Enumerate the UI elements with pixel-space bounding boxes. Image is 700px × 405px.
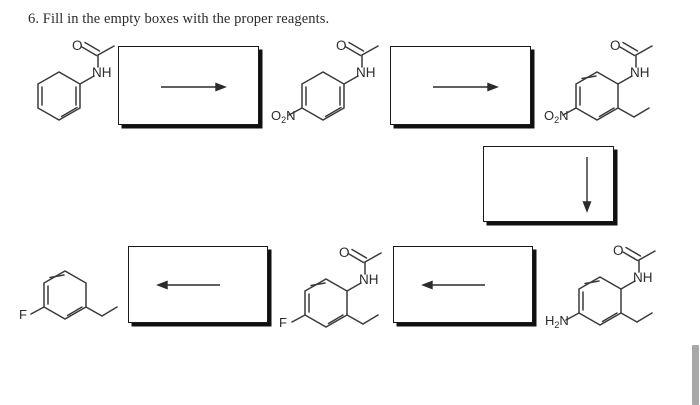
atom-label-f: F [19,307,27,322]
arrow-right-icon [161,82,227,92]
atom-label-nh: NH [356,65,376,80]
atom-label-o: O [72,38,83,53]
arrow-down-icon [582,157,592,213]
atom-label-nh: NH [92,65,112,80]
reagent-box-4[interactable] [393,246,533,323]
atom-label-nitro: O2N [271,108,296,125]
atom-label-nh: NH [633,270,653,285]
atom-label-o: O [610,38,621,53]
reagent-box-5[interactable] [128,246,268,323]
atom-label-nh: NH [630,65,650,80]
atom-label-f: F [279,315,287,330]
molecule-4-nitroacetanilide: NH O O2N [271,38,397,133]
atom-label-amino: H2N [545,313,569,330]
arrow-left-icon [156,280,220,290]
reagent-box-3[interactable] [483,146,614,222]
atom-label-nitro: O2N [544,108,569,125]
arrow-left-icon [421,280,485,290]
reagent-box-1[interactable] [118,46,259,125]
page-title: 6. Fill in the empty boxes with the prop… [28,11,330,27]
molecule-1-ethyl-3-fluorobenzene: F [19,255,137,330]
arrow-right-icon [433,82,499,92]
scrollbar-vertical[interactable] [691,0,700,405]
molecule-acetanilide: NH O [26,38,136,133]
atom-label-o: O [336,38,347,53]
molecule-4-amino-2-ethylacetanilide: NH O H2N [545,238,695,343]
atom-label-o: O [339,245,350,260]
molecule-2-ethyl-4-fluoroacetanilide: NH O F [279,240,403,345]
scrollbar-thumb[interactable] [692,345,699,405]
molecule-2-ethyl-4-nitroacetanilide: NH O O2N [544,33,693,138]
atom-label-o: O [613,243,624,258]
reagent-box-2[interactable] [390,46,531,125]
atom-label-nh: NH [359,272,379,287]
